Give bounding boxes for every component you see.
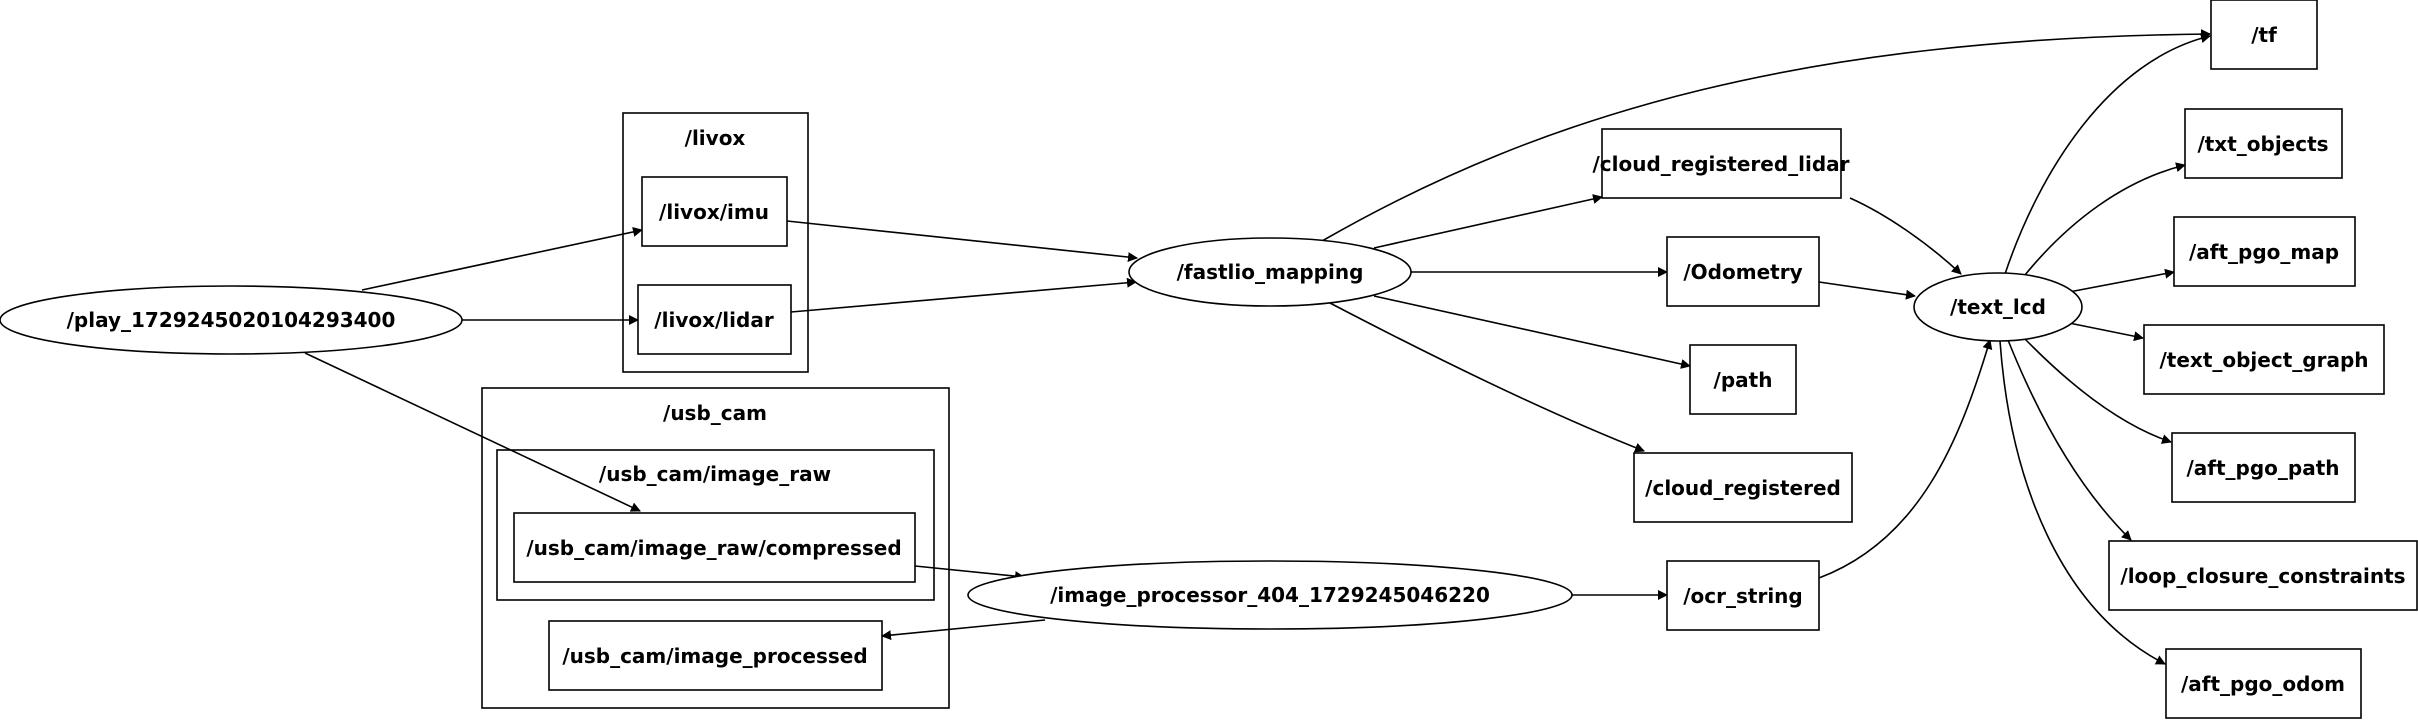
- node-play[interactable]: /play_1729245020104293400: [0, 285, 463, 355]
- edge-text-lcd-aft-pgo-odom: [1999, 340, 2166, 665]
- node-cloud-registered-lidar-label: /cloud_registered_lidar: [1592, 152, 1849, 176]
- node-livox-lidar[interactable]: /livox/lidar: [637, 284, 792, 355]
- node-text-object-graph[interactable]: /text_object_graph: [2143, 324, 2385, 395]
- node-aft-pgo-odom-label: /aft_pgo_odom: [2181, 672, 2345, 696]
- cluster-usb-cam-image-raw-label: /usb_cam/image_raw: [599, 462, 831, 486]
- node-ocr-string[interactable]: /ocr_string: [1666, 560, 1820, 631]
- node-livox-lidar-label: /livox/lidar: [654, 308, 774, 332]
- node-cloud-registered-label: /cloud_registered: [1645, 476, 1841, 500]
- node-path[interactable]: /path: [1689, 344, 1797, 415]
- edge-text-lcd-aft-pgo-map: [2068, 268, 2175, 293]
- node-livox-imu[interactable]: /livox/imu: [641, 176, 788, 247]
- node-image-processed[interactable]: /usb_cam/image_processed: [548, 620, 883, 691]
- node-text-lcd[interactable]: /text_lcd: [1913, 272, 2083, 342]
- node-aft-pgo-path-label: /aft_pgo_path: [2186, 456, 2339, 480]
- edge-text-lcd-tf: [2004, 33, 2211, 275]
- node-path-label: /path: [1714, 368, 1773, 392]
- node-txt-objects-label: /txt_objects: [2197, 132, 2328, 156]
- node-ocr-string-label: /ocr_string: [1683, 584, 1803, 608]
- node-aft-pgo-odom[interactable]: /aft_pgo_odom: [2165, 648, 2362, 719]
- edge-play-image-raw-compressed: [304, 352, 641, 512]
- edge-image-processor-image-processed: [881, 619, 1046, 641]
- edge-text-lcd-text-object-graph: [2068, 322, 2144, 342]
- cluster-livox-label: /livox: [685, 126, 746, 150]
- node-image-raw-compressed[interactable]: /usb_cam/image_raw/compressed: [513, 512, 916, 583]
- edge-image-raw-compressed-image-processor: [914, 565, 1025, 582]
- node-aft-pgo-map[interactable]: /aft_pgo_map: [2173, 216, 2356, 287]
- node-fastlio-mapping[interactable]: /fastlio_mapping: [1128, 237, 1412, 307]
- node-image-raw-compressed-label: /usb_cam/image_raw/compressed: [526, 536, 901, 560]
- edges: [304, 29, 2211, 665]
- cluster-usb-cam-label: /usb_cam: [663, 401, 767, 425]
- edge-odometry-text-lcd: [1818, 281, 1916, 300]
- node-odometry-label: /Odometry: [1683, 260, 1802, 284]
- edge-fastlio-path: [1373, 295, 1691, 369]
- edge-ocr-string-text-lcd: [1818, 339, 1993, 579]
- edge-livox-lidar-fastlio: [790, 277, 1137, 313]
- node-aft-pgo-map-label: /aft_pgo_map: [2189, 240, 2339, 264]
- node-tf-label: /tf: [2251, 23, 2277, 47]
- edge-fastlio-cloud-registered: [1329, 302, 1645, 453]
- edge-play-livox-imu: [361, 226, 643, 291]
- node-image-processed-label: /usb_cam/image_processed: [562, 644, 867, 668]
- edge-text-lcd-loop-closure-constraints: [2007, 339, 2132, 541]
- node-cloud-registered-lidar[interactable]: /cloud_registered_lidar: [1592, 128, 1850, 199]
- node-livox-imu-label: /livox/imu: [659, 200, 769, 224]
- node-txt-objects[interactable]: /txt_objects: [2184, 108, 2343, 179]
- node-aft-pgo-path[interactable]: /aft_pgo_path: [2171, 432, 2356, 503]
- edge-cloud-registered-lidar-text-lcd: [1849, 197, 1962, 275]
- edge-text-lcd-aft-pgo-path: [2024, 338, 2172, 444]
- edge-livox-imu-fastlio: [786, 220, 1138, 263]
- node-text-lcd-label: /text_lcd: [1950, 295, 2046, 319]
- edge-fastlio-tf: [1321, 29, 2211, 242]
- node-loop-closure-constraints-label: /loop_closure_constraints: [2120, 564, 2405, 588]
- node-odometry[interactable]: /Odometry: [1666, 236, 1820, 307]
- node-cloud-registered[interactable]: /cloud_registered: [1633, 452, 1853, 523]
- node-text-object-graph-label: /text_object_graph: [2159, 348, 2368, 372]
- node-tf[interactable]: /tf: [2210, 0, 2318, 70]
- node-fastlio-mapping-label: /fastlio_mapping: [1177, 260, 1364, 284]
- node-image-processor-label: /image_processor_404_1729245046220: [1050, 583, 1490, 607]
- node-image-processor[interactable]: /image_processor_404_1729245046220: [967, 560, 1573, 630]
- edge-fastlio-cloud-registered-lidar: [1373, 194, 1603, 249]
- node-loop-closure-constraints[interactable]: /loop_closure_constraints: [2108, 540, 2418, 611]
- edge-text-lcd-txt-objects: [2024, 162, 2186, 276]
- node-play-label: /play_1729245020104293400: [67, 308, 396, 332]
